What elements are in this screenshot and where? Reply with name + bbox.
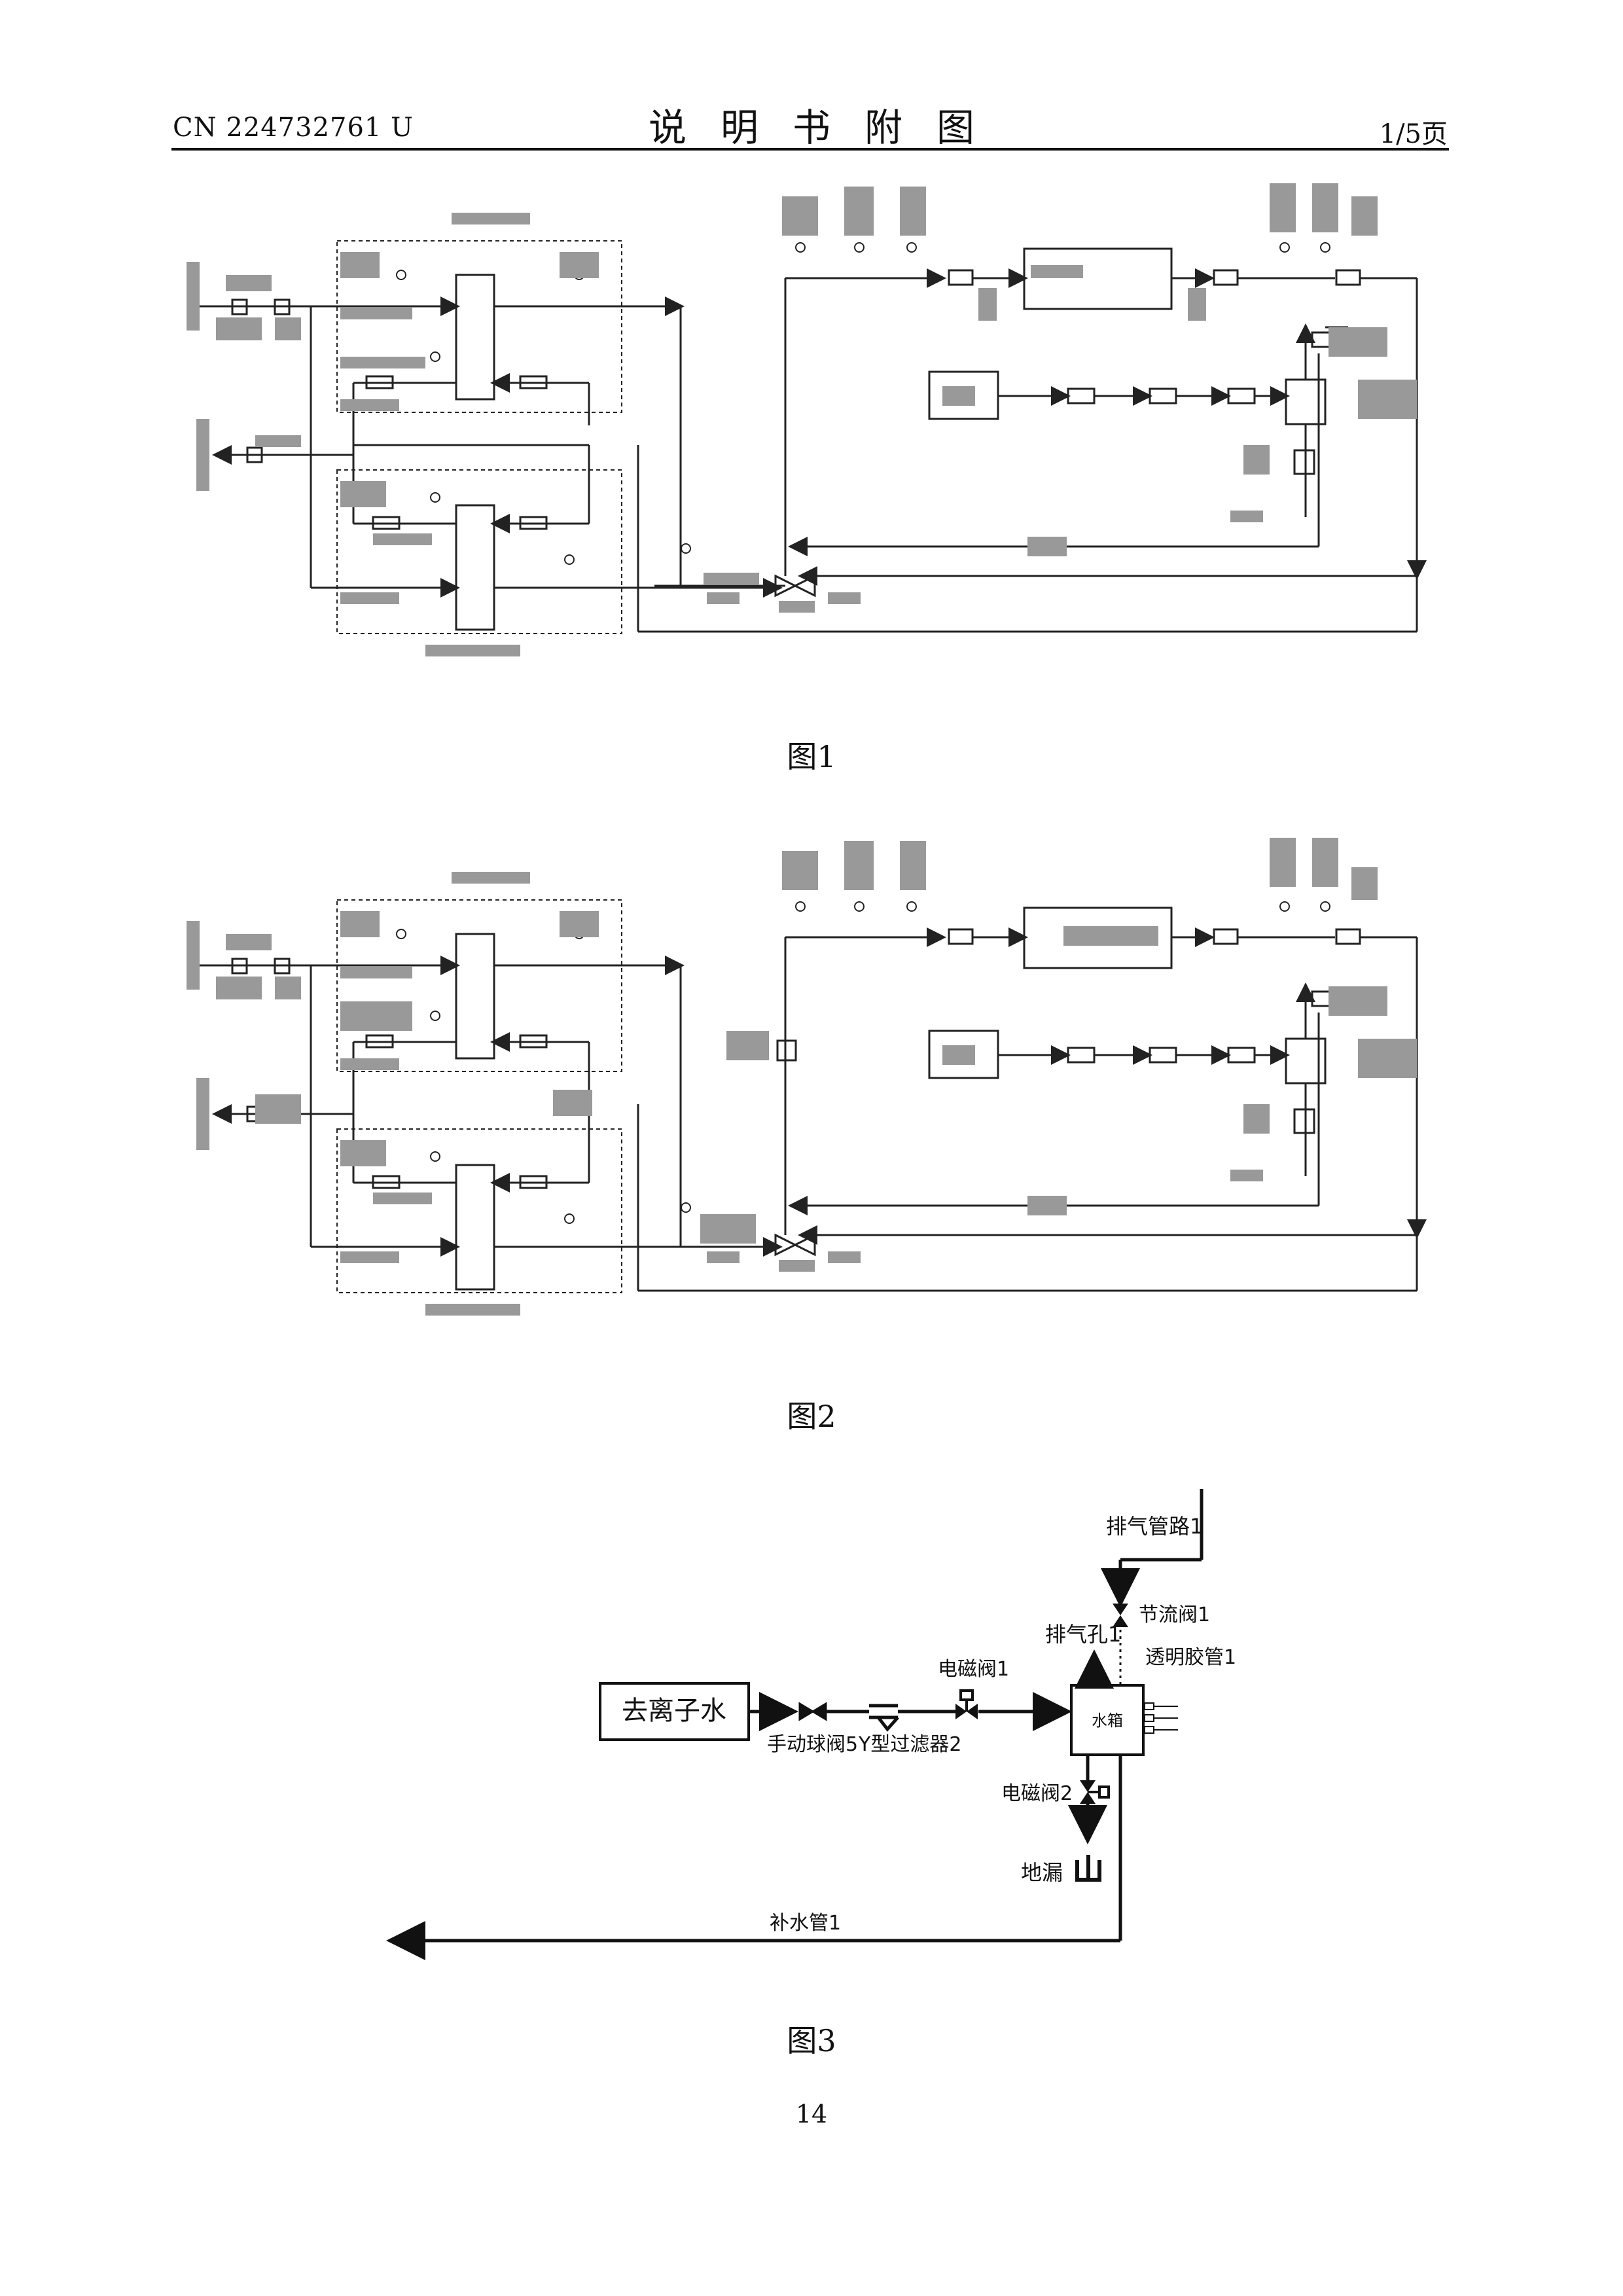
throttle-valve-label: 节流阀1 — [1139, 1604, 1210, 1626]
vent-hole-label: 排气孔1 — [1045, 1622, 1121, 1647]
transparent-tube-label: 透明胶管1 — [1145, 1646, 1236, 1669]
floor-drain-label: 地漏 — [1021, 1860, 1063, 1885]
solenoid-valve-2-label: 电磁阀2 — [1001, 1782, 1073, 1805]
figure-3-diagram: 去离子水 手动球阀5 Y型过滤器2 电磁阀1 水箱 排气管路1 节流阀1 — [0, 0, 1623, 2029]
deionized-water-label: 去离子水 — [622, 1696, 726, 1726]
solenoid-valve-1-symbol — [955, 1691, 978, 1719]
makeup-pipe-label: 补水管1 — [770, 1912, 841, 1935]
manual-ball-valve-label: 手动球阀5 — [767, 1733, 858, 1756]
figure-3-caption: 图3 — [0, 2017, 1623, 2060]
exhaust-pipe-label: 排气管路1 — [1106, 1514, 1203, 1539]
solenoid-valve-2-symbol — [1080, 1780, 1109, 1804]
page-number: 14 — [0, 2100, 1623, 2128]
water-tank-label: 水箱 — [1092, 1712, 1123, 1730]
solenoid-valve-1-label: 电磁阀1 — [938, 1658, 1009, 1681]
y-filter-symbol — [869, 1706, 898, 1729]
y-filter-label: Y型过滤器2 — [858, 1733, 961, 1756]
floor-drain-symbol — [1077, 1855, 1099, 1880]
level-switch-markers — [1145, 1703, 1178, 1733]
manual-ball-valve-symbol — [800, 1704, 826, 1719]
